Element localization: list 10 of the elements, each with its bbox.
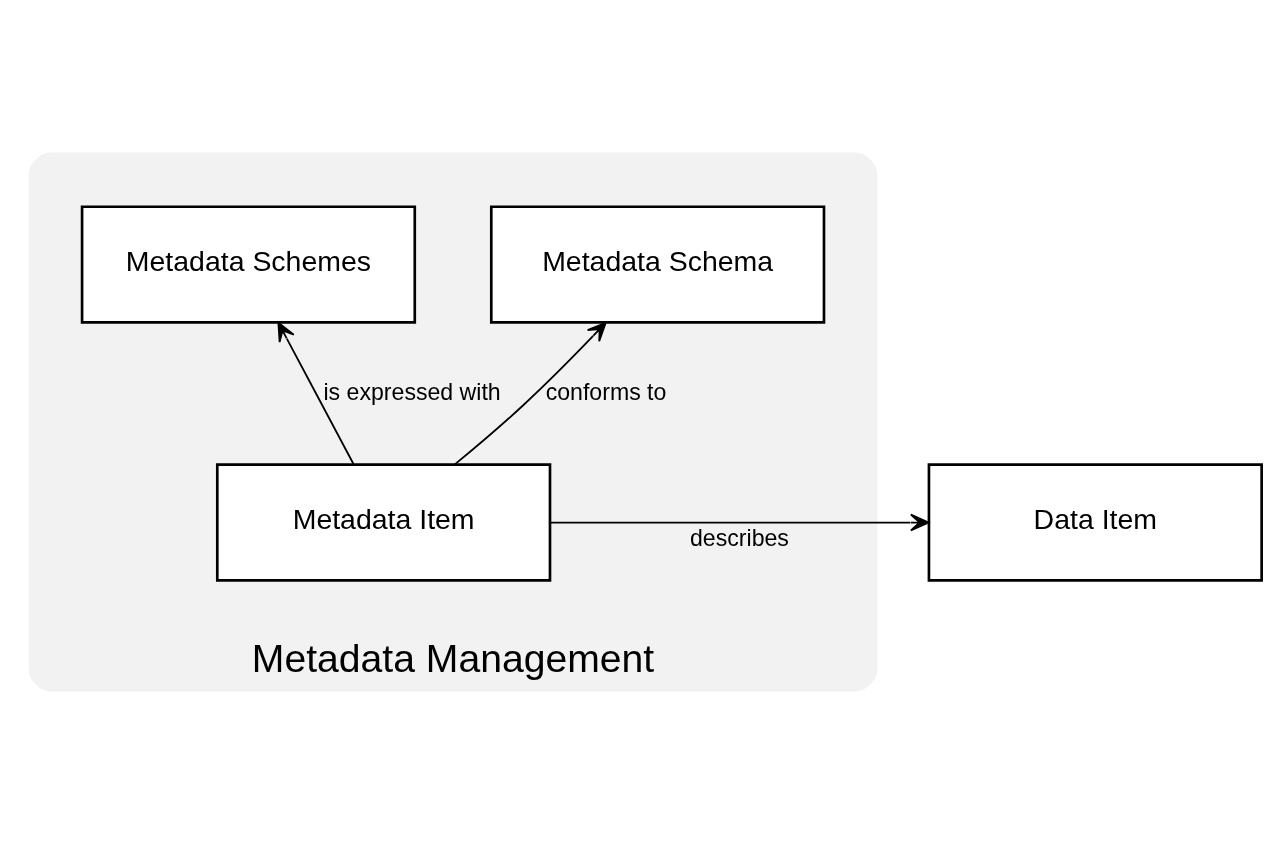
edge-label: conforms to — [545, 378, 667, 405]
node-box: Metadata Schemes — [80, 204, 417, 324]
node-box: Metadata Item — [215, 462, 552, 582]
node-box: Data Item — [927, 462, 1263, 582]
arrow — [549, 513, 930, 531]
edge-label: is expressed with — [323, 378, 501, 405]
node-box: Metadata Schema — [489, 204, 826, 324]
arrow — [277, 321, 355, 465]
edge-label: describes — [690, 524, 789, 551]
arrow — [453, 321, 607, 465]
